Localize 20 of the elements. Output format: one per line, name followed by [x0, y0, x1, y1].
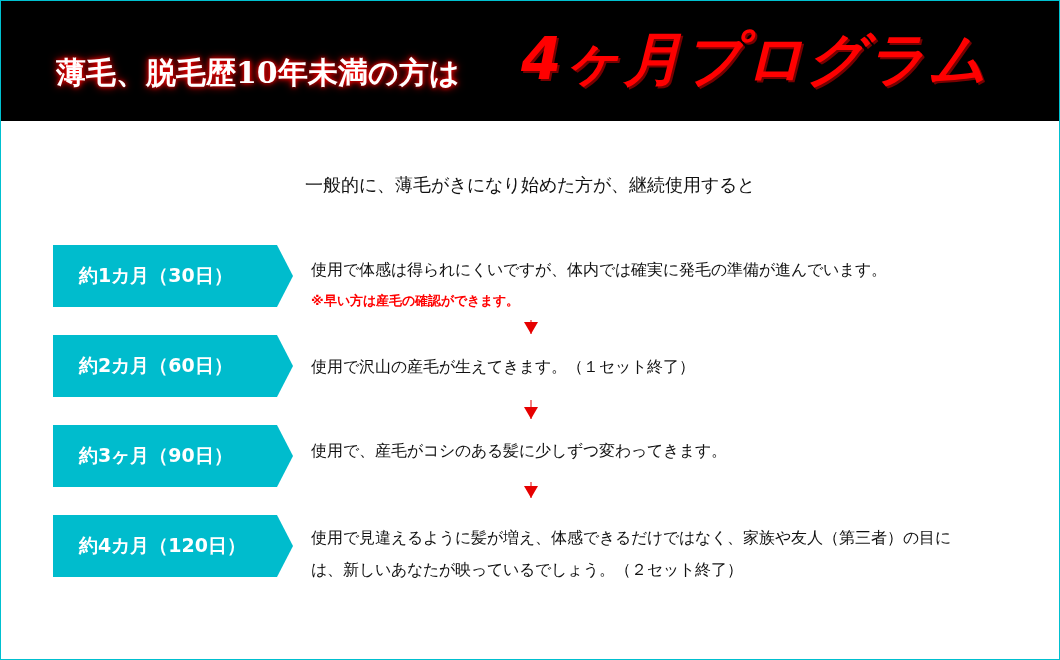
- down-arrow: [524, 481, 538, 499]
- period-tab: [53, 515, 293, 577]
- period-label: 約4カ月（120日）: [79, 533, 246, 558]
- title-banner: [1, 1, 1059, 121]
- period-tab: [53, 335, 293, 397]
- period-label: 約2カ月（60日）: [79, 353, 233, 378]
- program-title: 4ヶ月プログラム: [521, 24, 990, 95]
- note-text: ※早い方は産毛の確認ができます。: [311, 292, 520, 310]
- description-text: 使用で見違えるように髪が増え、体感できるだけではなく、家族や友人（第三者）の目には、新しいあなたが映っているでしょう。（２セット終了）: [311, 527, 951, 581]
- period-label: 約3ヶ月（90日）: [79, 443, 233, 468]
- down-arrow: [524, 399, 538, 420]
- description-text: 使用で体感は得られにくいですが、体内では確実に発毛の準備が進んでいます。: [311, 259, 888, 281]
- period-tab: [53, 425, 293, 487]
- intro-text: 一般的に、薄毛がきになり始めた方が、継続使用すると: [304, 173, 756, 197]
- description-text: 使用で、産毛がコシのある髪に少しずつ変わってきます。: [311, 439, 728, 462]
- period-label: 約1カ月（30日）: [79, 263, 233, 288]
- down-arrow: [524, 319, 538, 335]
- period-tab: [53, 245, 293, 307]
- description-text: 使用で沢山の産毛が生えてきます。（１セット終了）: [311, 356, 696, 378]
- banner-heading: 薄毛、脱毛歴10年未満の方は: [56, 54, 460, 92]
